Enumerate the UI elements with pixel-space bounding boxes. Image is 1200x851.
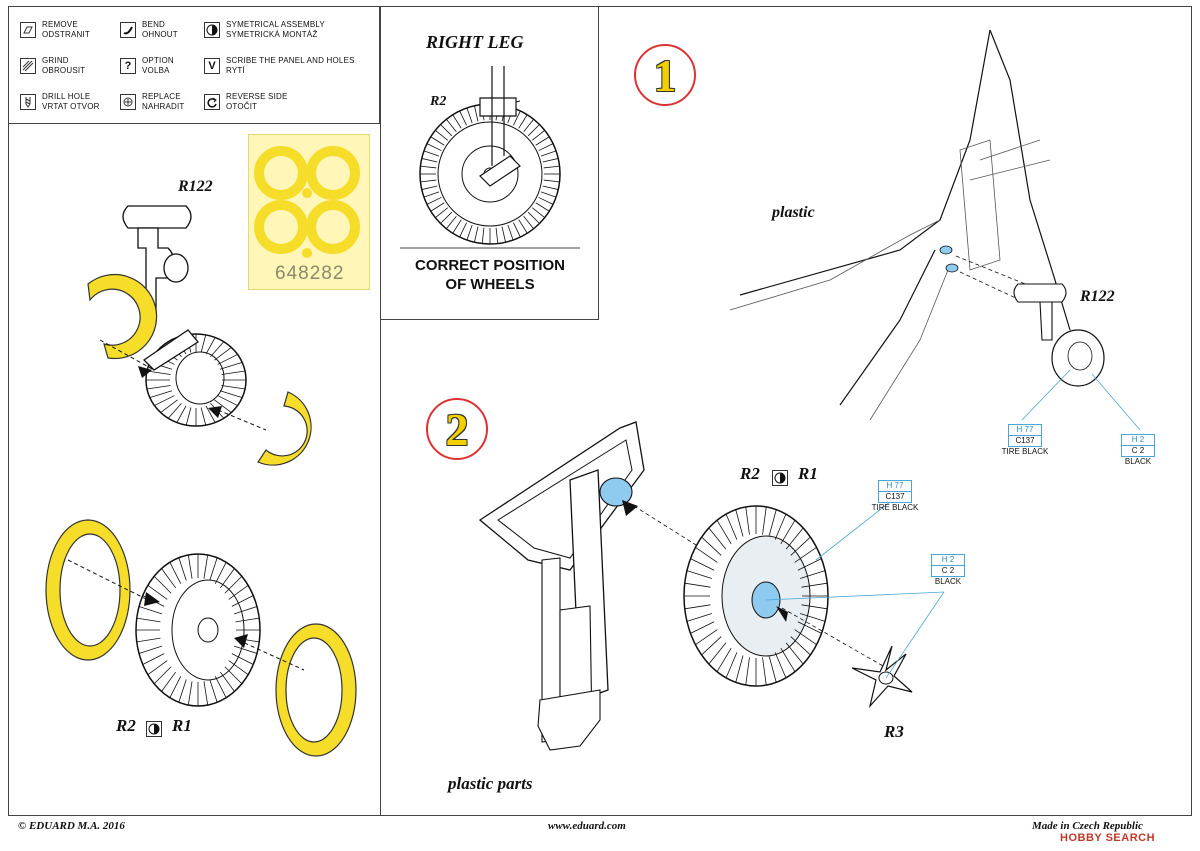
step1-plastic-label: plastic: [772, 204, 815, 221]
grind-icon: [20, 58, 36, 74]
website: www.eduard.com: [548, 820, 626, 832]
reverse-icon: [204, 94, 220, 110]
step2-leg-wheel-drawing: [478, 421, 945, 751]
step2-part-r1: R1: [798, 464, 818, 483]
fret-number: 648282: [275, 263, 345, 284]
left-part-r2: R2: [116, 716, 136, 735]
step2-part-r3: R3: [884, 722, 904, 741]
inset-wheel-drawing: [400, 66, 580, 249]
copyright: © EDUARD M.A. 2016: [18, 820, 125, 832]
inset-part-label: R2: [430, 94, 447, 109]
made-in: Made in Czech Republic: [1032, 820, 1143, 832]
left-assembly-drawings: [45, 205, 357, 757]
panel-divider: [380, 6, 381, 816]
instruction-sheet: [8, 6, 1192, 816]
step1-part-r122: R122: [1080, 288, 1115, 305]
step-2-marker: 2: [426, 398, 488, 460]
step2-part-r2: R2: [740, 464, 760, 483]
left-part-r122: R122: [178, 178, 213, 195]
remove-icon: [20, 22, 36, 38]
symmetrical-icon: [772, 470, 788, 486]
step-1-marker: 1: [634, 44, 696, 106]
scribe-icon: V: [204, 58, 220, 74]
step2-plastic-parts-label: plastic parts: [448, 774, 533, 793]
step1-fuselage-drawing: [729, 29, 1141, 431]
inset-title: RIGHT LEG: [426, 32, 524, 52]
watermark: HOBBY SEARCH: [1060, 832, 1156, 844]
symmetrical-icon: [204, 22, 220, 38]
left-part-r1: R1: [172, 716, 192, 735]
replace-icon: [120, 94, 136, 110]
bend-icon: [120, 22, 136, 38]
photo-etch-fret: 648282: [248, 134, 370, 290]
option-icon: ?: [120, 58, 136, 74]
drill-icon: [20, 94, 36, 110]
symmetrical-icon: [146, 721, 162, 737]
